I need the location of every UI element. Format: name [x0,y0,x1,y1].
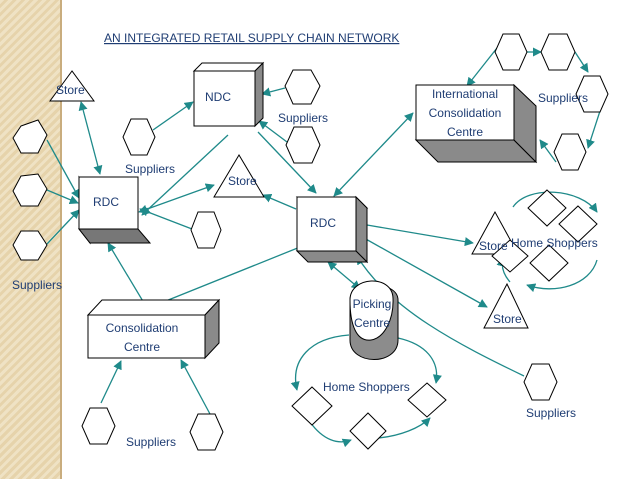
store-label: Store [228,174,257,188]
supplier-hexagon [285,126,321,164]
supplier-hexagon [12,173,48,207]
suppliers-label: Suppliers [126,435,176,449]
diagram-title: AN INTEGRATED RETAIL SUPPLY CHAIN NETWOR… [104,31,399,45]
supplier-shapes [12,33,609,451]
home-shopper-diamond [558,205,598,243]
store-triangle-top-left [49,70,95,102]
rdc-right-box [295,195,369,264]
connector-rdc-to-store-upper [366,224,474,247]
supplier-hexagon [284,69,321,105]
rdc-left-box [77,175,152,245]
picking-centre [349,280,399,360]
consolidation-label-line1: Consolidation [106,321,179,335]
store-triangle-right-lower [483,282,529,329]
ndc-box [192,61,265,128]
supplier-hexagon [575,75,609,113]
connector-rdc-to-picking [327,261,361,290]
suppliers-label: Suppliers [538,91,588,105]
connector-supplier-to-rdc [46,189,79,205]
home-shoppers-label: Home Shoppers [511,236,598,250]
international-label-line2: Consolidation [429,106,502,120]
home-shoppers-loop-right [526,259,598,293]
suppliers-label: Suppliers [526,406,576,420]
suppliers-label: Suppliers [278,111,328,125]
connector-supplier-chain [586,110,601,149]
rdc-label: RDC [93,195,119,209]
supplier-hexagon [494,33,528,71]
home-shopper-diamond [407,382,447,418]
consolidation-centre-box [86,298,221,360]
connector-ndc-to-rdc-right [257,131,317,194]
connector-store-center-to-rdc-left [138,183,215,214]
supplier-hexagon [553,133,587,171]
connector-rdc-to-international [333,112,414,197]
picking-label-line1: Picking [353,297,392,311]
ndc-label: NDC [205,90,231,104]
store-label: Store [493,312,522,326]
home-shopper-diamond [529,244,569,282]
connector-supplier-to-rdc [139,207,193,230]
connector-international-to-supplier [466,47,498,87]
home-shopper-diamond [491,239,529,273]
supplier-hexagon [12,230,48,261]
home-shopper-diamond [349,412,387,450]
store-label: Store [479,239,508,253]
store-triangle-center [213,154,265,198]
home-shoppers-loop-bottom [290,334,350,391]
home-shopper-diamond [291,386,333,426]
connector-supplier-to-rdc-right [356,255,525,377]
consolidation-label-line2: Centre [124,340,160,354]
home-shoppers-loop-right [512,191,598,213]
home-shoppers-loop-bottom [377,417,431,439]
supplier-hexagon [81,407,116,445]
connector-supplier-to-ndc [152,101,194,131]
connector-store-to-rdc [78,101,103,175]
rdc-label: RDC [310,216,336,230]
connector-supplier-to-ndc [261,87,286,97]
decorative-side-band-edge [60,0,62,479]
connector-supplier-to-consolidation [180,359,211,415]
international-consolidation-box [414,83,538,164]
connector-rdc-right-to-store-center [262,194,297,210]
picking-label-line2: Centre [354,316,390,330]
home-shoppers-loop-bottom [309,421,352,448]
connector-supplier-to-rdc [46,209,80,245]
supplier-hexagon [12,119,48,154]
home-shoppers-loop-bottom [397,337,442,384]
connector-supplier-chain [574,51,589,73]
supplier-hexagon [122,118,156,156]
connector-rdc-to-store-lower [363,237,488,308]
suppliers-label: Suppliers [12,278,62,292]
home-shopper-shapes [291,189,598,450]
connector-supplier-to-ndc [258,120,288,143]
supplier-hexagon [189,413,224,451]
connector-supplier-to-rdc [46,139,80,199]
store-label: Store [56,83,85,97]
home-shopper-diamond [527,189,567,227]
international-label-line3: Centre [447,125,483,139]
supplier-hexagon [523,363,558,401]
home-shoppers-label: Home Shoppers [323,380,410,394]
suppliers-label: Suppliers [125,162,175,176]
international-label-line1: International [432,87,498,101]
connector-supplier-chain [539,139,557,163]
supplier-hexagon [540,33,576,71]
supplier-hexagon [190,211,222,249]
connector-supplier-to-consolidation [100,360,122,404]
